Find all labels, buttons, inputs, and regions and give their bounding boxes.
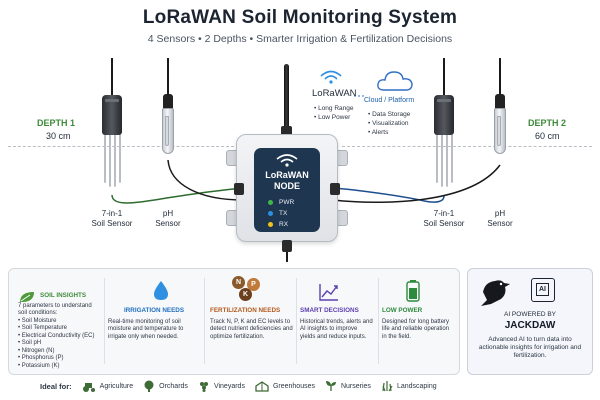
lora-bullets: • Long Range• Low Power <box>314 105 354 121</box>
lora-title: LoRaWAN <box>312 88 357 99</box>
page-title: LoRaWAN Soil Monitoring System <box>142 7 458 28</box>
ideal-item-landscaping: Landscaping <box>381 380 437 392</box>
ai-powered-by: AI POWERED BY <box>503 311 556 318</box>
led-tx: TX <box>268 210 287 217</box>
ideal-for-row: Ideal for: Agriculture Orchards Vineyard… <box>40 380 447 392</box>
ground-line-right <box>342 146 592 147</box>
ideal-item-orchards: Orchards <box>143 380 188 392</box>
led-rx: RX <box>268 221 288 228</box>
water-drop-icon <box>154 281 168 300</box>
led-tx-icon <box>268 211 273 216</box>
jackdaw-bird-icon <box>481 280 510 306</box>
ideal-item-greenhouses: Greenhouses <box>255 380 315 392</box>
tree-icon <box>144 380 154 392</box>
sprout-icon <box>325 381 336 391</box>
cloud-icon <box>377 71 413 91</box>
cloud-bullets: • Data Storage• Visualization• Alerts <box>368 111 411 136</box>
cloud-title: Cloud / Platform <box>364 97 415 104</box>
depth-2-label: DEPTH 2 <box>528 118 567 128</box>
leaf-icon <box>20 292 34 302</box>
grass-icon <box>382 381 393 392</box>
depth-1-value: 30 cm <box>46 131 71 141</box>
depth-1-label: DEPTH 1 <box>37 118 76 128</box>
wifi-icon <box>276 154 298 167</box>
node-title-line2: NODE <box>273 181 300 191</box>
greenhouse-icon <box>255 380 269 392</box>
page-subtitle: 4 Sensors • 2 Depths • Smarter Irrigatio… <box>147 33 453 45</box>
ideal-item-agriculture: Agriculture <box>82 381 133 392</box>
ai-chip-icon: AI <box>531 278 555 302</box>
feature-smart-decisions: SMART DECISIONS Historical trends, alert… <box>300 307 373 340</box>
grapes-icon <box>199 382 208 392</box>
antenna-icon <box>284 64 289 136</box>
depth-2-value: 60 cm <box>535 131 560 141</box>
node-title-line1: LoRaWAN <box>265 170 309 180</box>
ideal-item-nurseries: Nurseries <box>325 380 371 392</box>
led-rx-icon <box>268 222 273 227</box>
feature-irrigation-needs: IRRIGATION NEEDS Real-time monitoring of… <box>108 307 185 340</box>
led-pwr: PWR <box>268 199 294 206</box>
battery-icon <box>406 280 420 302</box>
signal-icon <box>320 70 342 84</box>
npk-icon: N P K <box>232 276 262 302</box>
ai-brand: JACKDAW <box>504 320 556 331</box>
feature-low-power: LOW POWER Designed for long battery life… <box>382 307 450 340</box>
ground-line-left <box>8 146 234 147</box>
ai-description: Advanced AI to turn data into actionable… <box>478 336 582 359</box>
trend-chart-icon <box>319 284 338 301</box>
feature-fertilization-needs: FERTILIZATION NEEDS Track N, P, K and EC… <box>210 307 293 340</box>
led-pwr-icon <box>268 200 273 205</box>
node-panel <box>254 148 320 232</box>
feature-soil-insights: SOIL INSIGHTS 7 parameters to understand… <box>18 292 95 369</box>
tractor-icon <box>82 382 95 392</box>
ideal-item-vineyards: Vineyards <box>198 380 245 392</box>
ideal-for-label: Ideal for: <box>40 381 72 391</box>
